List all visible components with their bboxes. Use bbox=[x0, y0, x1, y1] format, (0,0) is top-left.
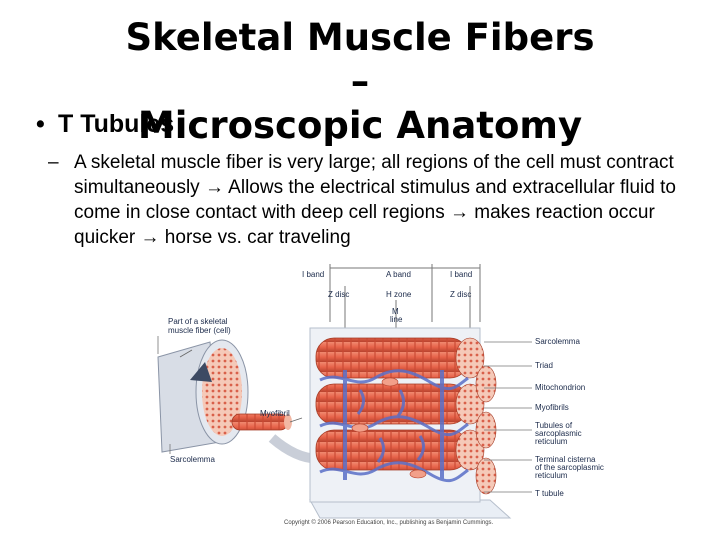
bullet-dot: • bbox=[36, 110, 58, 139]
label-tubules-sr-3: reticulum bbox=[535, 437, 568, 446]
label-z-disc-left: Z disc bbox=[328, 290, 349, 299]
copyright-notice: Copyright © 2006 Pearson Education, Inc.… bbox=[284, 519, 494, 526]
label-i-band-right: I band bbox=[450, 270, 472, 279]
label-z-disc-right: Z disc bbox=[450, 290, 471, 299]
label-m-line-2: line bbox=[390, 315, 403, 324]
label-terminal-cisterna-3: reticulum bbox=[535, 471, 568, 480]
slide-title: Skeletal Muscle Fibers – Microscopic Ana… bbox=[120, 16, 600, 148]
label-a-band: A band bbox=[386, 270, 411, 279]
label-h-zone: H zone bbox=[386, 290, 412, 299]
label-i-band-left: I band bbox=[302, 270, 324, 279]
bullet-text: T Tubules bbox=[58, 110, 174, 138]
label-t-tubule: T tubule bbox=[535, 489, 564, 498]
label-part-of-fiber-2: muscle fiber (cell) bbox=[168, 326, 231, 335]
sub-bullet-dash: – bbox=[48, 150, 59, 175]
bullet-item: •T Tubules bbox=[36, 110, 174, 139]
fiber-cross-section-illustration bbox=[158, 340, 248, 452]
label-part-of-fiber-1: Part of a skeletal bbox=[168, 317, 228, 326]
label-myofibrils: Myofibrils bbox=[535, 403, 569, 412]
label-sarcolemma-left: Sarcolemma bbox=[170, 455, 215, 464]
label-triad: Triad bbox=[535, 361, 553, 370]
sub-bullet-text: A skeletal muscle fiber is very large; a… bbox=[74, 152, 676, 248]
muscle-fiber-diagram: I band A band I band Z disc H zone Z dis… bbox=[150, 262, 710, 534]
title-line-1: Skeletal Muscle Fibers – bbox=[120, 16, 600, 104]
label-mitochondrion: Mitochondrion bbox=[535, 383, 585, 392]
title-line-2: Microscopic Anatomy bbox=[120, 104, 600, 148]
label-sarcolemma-right: Sarcolemma bbox=[535, 337, 580, 346]
sub-bullet: – A skeletal muscle fiber is very large;… bbox=[74, 150, 684, 250]
label-myofibril-left: Myofibril bbox=[260, 409, 290, 418]
